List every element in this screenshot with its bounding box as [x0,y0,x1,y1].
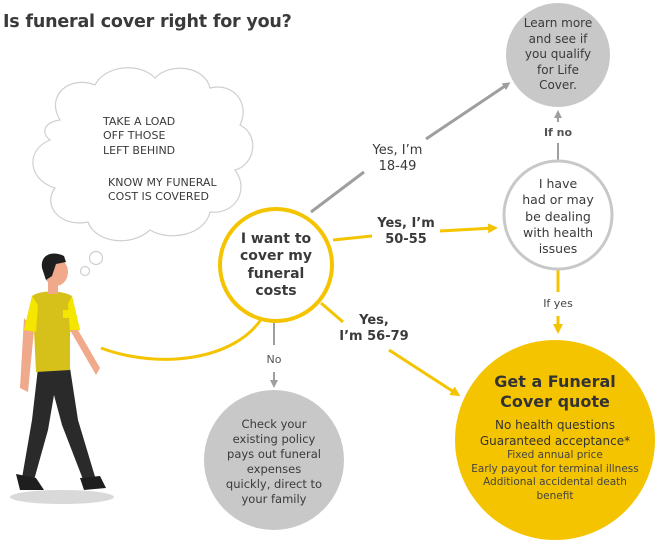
edge-label-line: Yes, I’m [372,143,423,158]
thought-line: TAKE A LOAD [103,115,176,128]
edge-label-line: Yes, [359,313,389,328]
quote-benefit: No health questions [494,418,616,432]
node-quote[interactable]: Get a Funeral Cover quote No health ques… [460,372,650,504]
node-start-line: I want to [240,231,312,247]
quote-benefit: Early payout for terminal illness [471,462,639,475]
quote-benefit: Guaranteed acceptance* [479,433,631,448]
node-health-line: with health [522,224,594,240]
quote-heading-line: Get a Funeral [494,372,616,391]
node-health-line: I have [538,176,578,191]
node-check-policy-line: your family [241,491,307,506]
thought-line: COST IS COVERED [108,190,209,204]
node-health: I have had or may be dealing with health… [506,176,610,257]
edge-50-55 [332,223,498,242]
person-illustration [10,253,114,504]
thought-line: KNOW MY FUNERAL [108,176,217,189]
node-start-line: costs [255,283,297,300]
thought-line: OFF THOSE [103,129,166,143]
node-check-policy-line: expenses [246,461,302,476]
edge-56-79 [320,301,461,397]
edge-person-to-start [100,317,264,361]
thought-bubble [32,67,254,277]
quote-benefit: Additional accidental death [483,476,627,489]
page-title: Is funeral cover right for you? [3,12,292,32]
node-health-line: issues [538,241,578,256]
edge-label-line: 18-49 [378,158,417,174]
edge-label-no: No [266,353,282,366]
node-check-policy: Check your existing policy pays out fune… [209,417,339,507]
quote-benefit: Fixed annual price [507,449,603,462]
node-health-line: had or may [522,192,594,208]
node-start: I want to cover my funeral costs [226,231,326,300]
edge-label-line: 50-55 [385,231,427,247]
node-start-shape [218,207,334,323]
node-life-cover-line: you qualify [524,47,592,62]
edge-label-if-no: If no [543,126,573,139]
node-health-shape [502,159,614,271]
thought-line: LEFT BEHIND [103,143,176,157]
edge-label-if-yes: If yes [543,297,573,310]
node-check-policy-line: Check your [241,417,307,431]
edge-label-56-79: Yes, I’m 56-79 [334,313,414,344]
node-life-cover: Learn more and see if you qualify for Li… [508,16,608,94]
node-life-cover-line: and see if [528,31,588,46]
node-check-policy-line: pays out funeral [227,446,321,461]
node-life-cover-line: Cover. [539,78,577,93]
node-life-cover-line: for Life [537,62,579,77]
node-check-policy-shape [204,390,344,530]
node-start-line: cover my [239,248,313,265]
node-check-policy-line: quickly, direct to [225,476,323,491]
thought-line-group-2: KNOW MY FUNERAL COST IS COVERED [108,176,217,205]
edge-label-line: Yes, I’m [377,216,435,231]
node-health-line: be dealing [525,208,591,224]
node-check-policy-line: existing policy [232,431,316,446]
edge-label-50-55: Yes, I’m 50-55 [368,216,444,247]
quote-benefit: benefit [536,490,574,503]
edge-label-18-49: Yes, I’m 18-49 [360,143,435,174]
edge-18-49 [310,82,511,214]
node-life-cover-line: Learn more [523,16,593,30]
node-life-cover-shape [506,3,610,107]
quote-heading-line: Cover quote [500,392,610,411]
thought-line-group-1: TAKE A LOAD OFF THOSE LEFT BEHIND [103,115,175,158]
edge-label-line: I’m 56-79 [339,328,409,344]
node-quote-shape [455,340,655,540]
node-start-line: funeral [247,265,305,282]
